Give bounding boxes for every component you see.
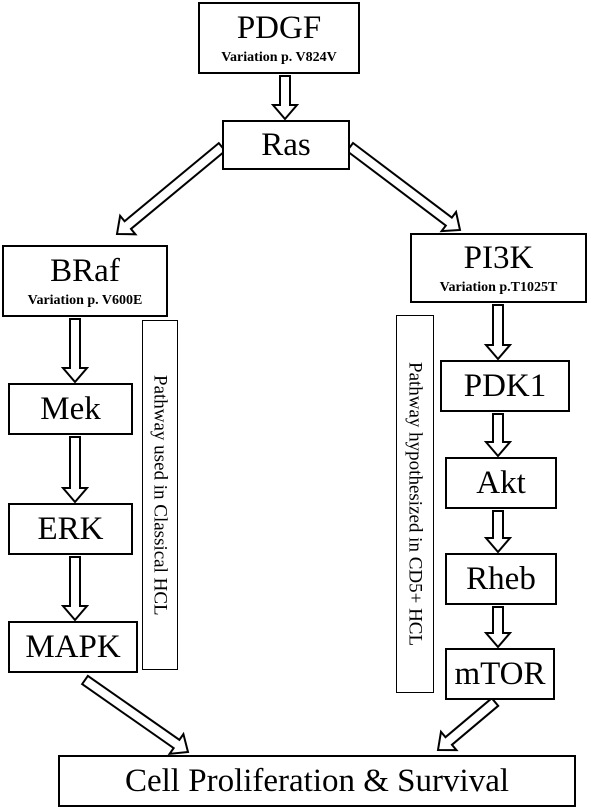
mek-node: Mek [8,383,133,435]
mtor-node: mTOR [445,648,555,700]
erk-node: ERK [8,503,133,555]
mapk-node: MAPK [8,621,138,673]
mapk-label: MAPK [25,628,121,665]
pdgf-label: PDGF [236,9,322,46]
pi3k-node: PI3K Variation p.T1025T [410,233,587,303]
erk-label: ERK [37,510,104,547]
braf-label: BRaf [50,252,120,289]
ras-label: Ras [261,126,311,163]
classical-hcl-pathway-label: Pathway used in Classical HCL [142,320,178,670]
arrow-erk-mapk [60,556,90,622]
outcome-label: Cell Proliferation & Survival [124,762,510,799]
pdk1-label: PDK1 [463,367,547,404]
braf-node: BRaf Variation p. V600E [2,245,168,317]
rheb-node: Rheb [445,553,557,605]
cd5-hcl-pathway-label: Pathway hypothesized in CD5+ HCL [396,315,434,693]
pdgf-node: PDGF Variation p. V824V [198,2,360,74]
arrow-mek-erk [60,436,90,504]
arrow-pi3k-pdk1 [483,304,513,361]
arrow-pdk1-akt [483,413,513,458]
outcome-node: Cell Proliferation & Survival [58,755,576,807]
akt-label: Akt [476,464,526,501]
arrow-ras-pi3k [345,141,462,233]
pdgf-variation: Variation p. V824V [221,49,337,65]
pdk1-node: PDK1 [440,360,570,412]
pi3k-variation: Variation p.T1025T [439,279,558,295]
arrow-ras-braf [115,141,227,236]
ras-node: Ras [222,120,350,170]
arrow-pdgf-ras [270,75,300,121]
arrow-akt-rheb [483,510,513,554]
mek-label: Mek [40,390,101,427]
braf-variation: Variation p. V600E [27,292,143,308]
arrow-mapk-outcome [80,674,190,756]
pi3k-label: PI3K [463,239,534,276]
arrow-mtor-outcome [436,696,500,752]
rheb-label: Rheb [466,560,536,597]
arrow-rheb-mtor [483,606,513,649]
arrow-braf-mek [60,318,90,384]
akt-node: Akt [445,457,557,509]
mtor-label: mTOR [454,655,546,692]
